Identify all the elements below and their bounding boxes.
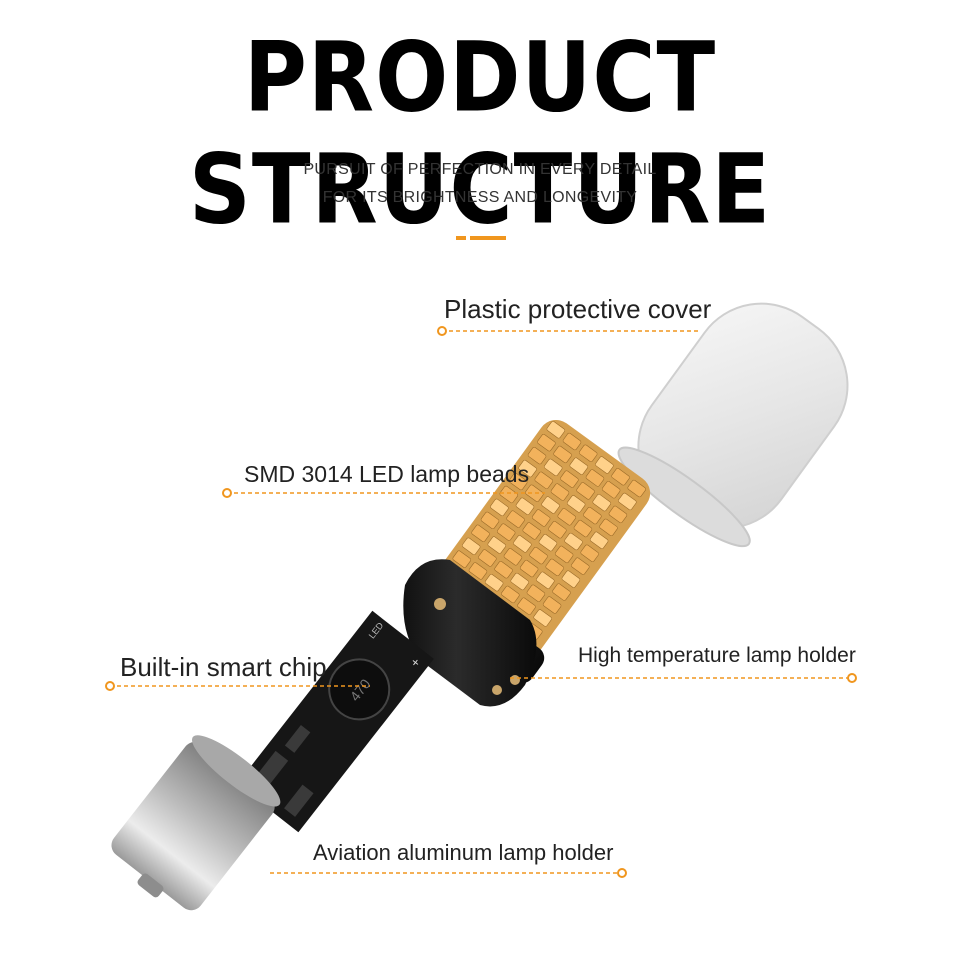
led-bead [461,537,481,555]
callout-chip [105,681,370,691]
led-bead [478,549,497,567]
led-bead [546,421,566,439]
led-bead [510,572,529,591]
led-bead [550,483,570,501]
led-bead [585,469,605,487]
led-bead [538,534,558,552]
led-bead [627,479,646,498]
led-bead [490,498,509,517]
led-bead [499,485,519,504]
led-bead [527,446,547,465]
callout-temperature-holder [510,673,857,683]
callout-aviation-holder [270,868,627,878]
plastic-cover [617,302,849,548]
led-bead [553,445,572,464]
led-bead [611,468,630,486]
led-bead [542,596,562,614]
led-bead [534,471,554,489]
led-bead [601,481,621,499]
led-bead [580,544,599,562]
label-plastic-cover: Plastic protective cover [444,294,712,324]
led-bead [545,558,564,577]
led-bead [496,523,516,541]
accent-dash-large [470,236,506,240]
aluminum-cap [111,735,281,911]
led-bead [566,495,586,513]
led-bead [578,444,598,462]
accent-dash-small [456,236,466,240]
led-bead [562,432,582,451]
led-bead [576,482,595,500]
label-temperature-holder: High temperature lamp holder [578,644,856,667]
led-bead [522,522,541,540]
subtitle-line-1: PURSUIT OF PERFECTION IN EVERY DETAIL [303,161,657,178]
led-bead [543,458,563,477]
page-title: PRODUCT STRUCTURE [188,22,772,246]
led-bead [517,597,536,615]
led-bead [480,511,500,530]
led-bead [471,524,490,542]
led-bead [548,521,567,539]
label-smart-chip: Built-in smart chip [120,652,327,682]
led-bead [557,508,576,526]
led-bead [518,459,537,478]
led-bead [595,456,614,474]
led-bead [508,472,528,491]
led-bead [519,559,539,578]
callout-cover [437,326,700,336]
led-bead [529,546,548,565]
led-bead [487,536,506,554]
led-bead [513,535,532,553]
led-bead [506,510,525,528]
led-bead [560,470,579,488]
led-bead [592,494,611,512]
callout-beads [222,488,545,498]
led-bead [583,506,602,525]
led-bead [589,531,609,549]
led-bead [452,550,471,568]
led-bead [554,545,574,564]
led-bead [501,585,520,604]
led-bead [561,570,581,588]
led-bead [503,548,523,566]
subtitle-line-2: FOR ITS BRIGHTNESS AND LONGEVITY [322,189,638,206]
led-bead [536,571,555,589]
led-bead [484,574,504,592]
led-bead [618,492,637,511]
led-bead [468,562,488,580]
circuit-board: 470 LED + [236,610,434,833]
led-bead [533,609,552,627]
label-aviation-holder: Aviation aluminum lamp holder [313,840,614,865]
led-bead [564,532,583,551]
led-bead [531,509,551,527]
led-bead [571,557,590,575]
led-bead [541,496,560,514]
led-bead [608,505,628,524]
led-bead [494,561,513,579]
led-bead [515,497,535,515]
led-bead [537,434,556,452]
led-bead [525,484,544,502]
led-bead [526,584,546,602]
led-bead [569,457,588,475]
label-led-beads: SMD 3014 LED lamp beads [244,461,530,487]
led-bead [573,519,593,538]
led-bead [599,518,618,537]
led-bead [552,583,571,601]
